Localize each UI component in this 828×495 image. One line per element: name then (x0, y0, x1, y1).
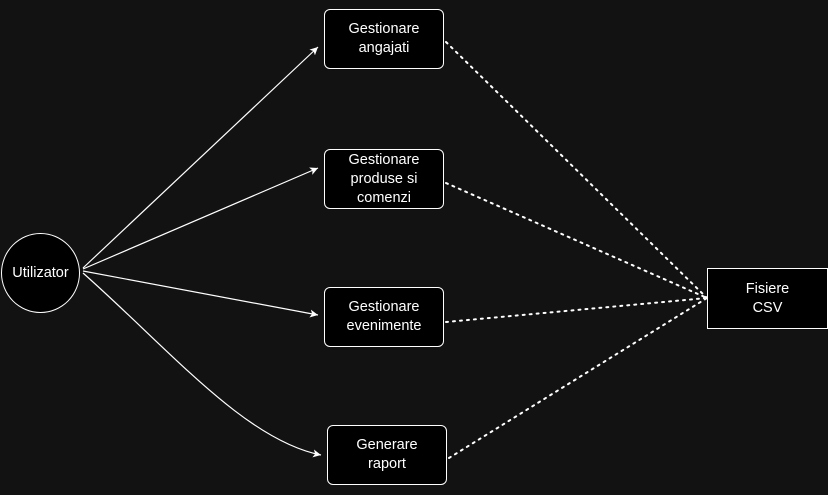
use-case-gestionare-angajati[interactable]: Gestionare angajati (324, 9, 444, 69)
actor-utilizator[interactable]: Utilizator (1, 233, 80, 313)
use-case-generare-raport[interactable]: Generare raport (327, 425, 447, 485)
data-store-fisiere-csv[interactable]: Fisiere CSV (707, 268, 828, 329)
dotted-link-evenimente-csv (445, 297, 708, 323)
use-case-gestionare-evenimente[interactable]: Gestionare evenimente (324, 287, 444, 347)
actor-label: Utilizator (12, 264, 69, 281)
dotted-link-produse-csv (445, 182, 708, 299)
use-case-label: Gestionare angajati (348, 21, 420, 56)
use-case-label: Gestionare produse si comenzi (348, 151, 420, 206)
arrow-actor-to-gestionare-produse (82, 167, 319, 270)
arrow-actor-to-gestionare-angajati (82, 46, 319, 269)
use-case-label: Generare raport (356, 437, 418, 472)
arrow-actor-to-generare-raport (82, 272, 322, 458)
use-case-gestionare-produse-si-comenzi[interactable]: Gestionare produse si comenzi (324, 149, 444, 209)
dotted-link-raport-csv (448, 297, 708, 459)
data-store-label: Fisiere CSV (745, 280, 790, 316)
dotted-link-angajati-csv (445, 41, 708, 299)
use-case-label: Gestionare evenimente (346, 299, 422, 334)
arrow-actor-to-gestionare-evenimente (82, 270, 319, 318)
